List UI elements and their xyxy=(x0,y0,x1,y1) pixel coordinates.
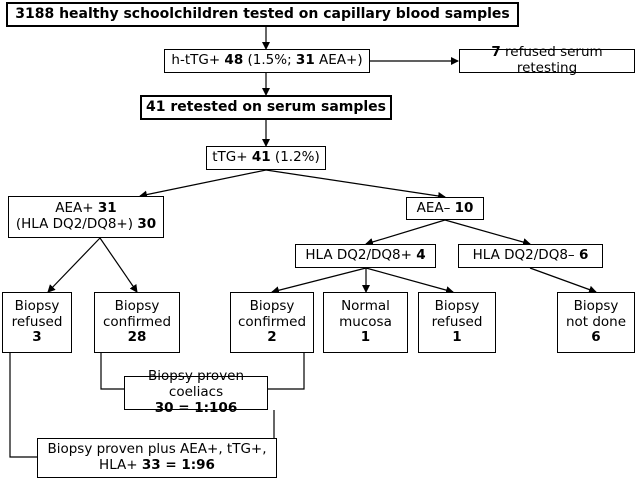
leaf-biopsy-confirmed-28: Biopsy confirmed 28 xyxy=(94,292,180,353)
arrow-hlaneg-notdone xyxy=(529,267,597,294)
proven-line2: 30 = 1:106 xyxy=(154,399,238,416)
arrow-hlapos-confirmed xyxy=(271,267,367,295)
aea-positive-line2: (HLA DQ2/DQ8+) 30 xyxy=(15,216,157,232)
hla-negative-text: HLA DQ2/DQ8– 6 xyxy=(472,247,589,264)
aea-negative-text: AEA– 10 xyxy=(416,199,474,216)
proven-plus-box: Biopsy proven plus AEA+, tTG+, HLA+ 33 =… xyxy=(37,438,277,478)
ttg-box: tTG+ 41 (1.2%) xyxy=(206,146,326,170)
hla-negative-box: HLA DQ2/DQ8– 6 xyxy=(458,244,603,268)
arrow-aeaneg-hlaneg xyxy=(444,219,531,246)
ttg-text: tTG+ 41 (1.2%) xyxy=(212,149,320,166)
arrow-aeapos-refused xyxy=(47,237,101,293)
proven-coeliacs-box: Biopsy proven coeliacs 30 = 1:106 xyxy=(124,368,268,416)
retested-box: 41 retested on serum samples xyxy=(140,95,392,120)
line-confirmed-to-proven xyxy=(100,352,125,390)
arrow-aeapos-confirmed xyxy=(99,237,138,293)
arrow-hlapos-refused xyxy=(365,267,454,294)
htg-box: h-tTG+ 48 (1.5%; 31 AEA+) xyxy=(164,49,370,73)
screened-text: 3188 healthy schoolchildren tested on ca… xyxy=(15,6,510,23)
aea-positive-box: AEA+ 31 (HLA DQ2/DQ8+) 30 xyxy=(8,196,164,238)
screened-box: 3188 healthy schoolchildren tested on ca… xyxy=(6,2,519,27)
arrow-ttg-aeaneg xyxy=(265,169,446,200)
leaf-biopsy-refused-1: Biopsy refused 1 xyxy=(418,292,496,353)
aea-positive-line1: AEA+ 31 xyxy=(55,200,117,217)
arrow-ttg-aeapos xyxy=(139,169,267,199)
refused-serum-box: 7 refused serum retesting xyxy=(459,44,635,76)
proven-line1: Biopsy proven coeliacs xyxy=(147,368,245,401)
leaf-biopsy-refused-3: Biopsy refused 3 xyxy=(2,292,72,353)
arrow-aeaneg-hlapos xyxy=(365,219,446,246)
htg-text: h-tTG+ 48 (1.5%; 31 AEA+) xyxy=(171,52,363,69)
hla-positive-text: HLA DQ2/DQ8+ 4 xyxy=(305,247,426,264)
hla-positive-box: HLA DQ2/DQ8+ 4 xyxy=(295,244,436,268)
line-confirmed2-to-proven xyxy=(267,352,305,390)
leaf-biopsy-not-done-6: Biopsy not done 6 xyxy=(557,292,635,353)
retested-text: 41 retested on serum samples xyxy=(146,99,386,116)
aea-negative-box: AEA– 10 xyxy=(406,197,484,220)
leaf-normal-mucosa-1: Normal mucosa 1 xyxy=(323,292,408,353)
proven-plus-line1: Biopsy proven plus AEA+, tTG+, xyxy=(47,441,267,458)
proven-plus-line2: HLA+ 33 = 1:96 xyxy=(99,457,215,473)
refused-serum-text: 7 refused serum retesting xyxy=(491,44,603,76)
line-refused-to-proven-plus xyxy=(9,352,38,458)
leaf-biopsy-confirmed-2: Biopsy confirmed 2 xyxy=(230,292,314,353)
